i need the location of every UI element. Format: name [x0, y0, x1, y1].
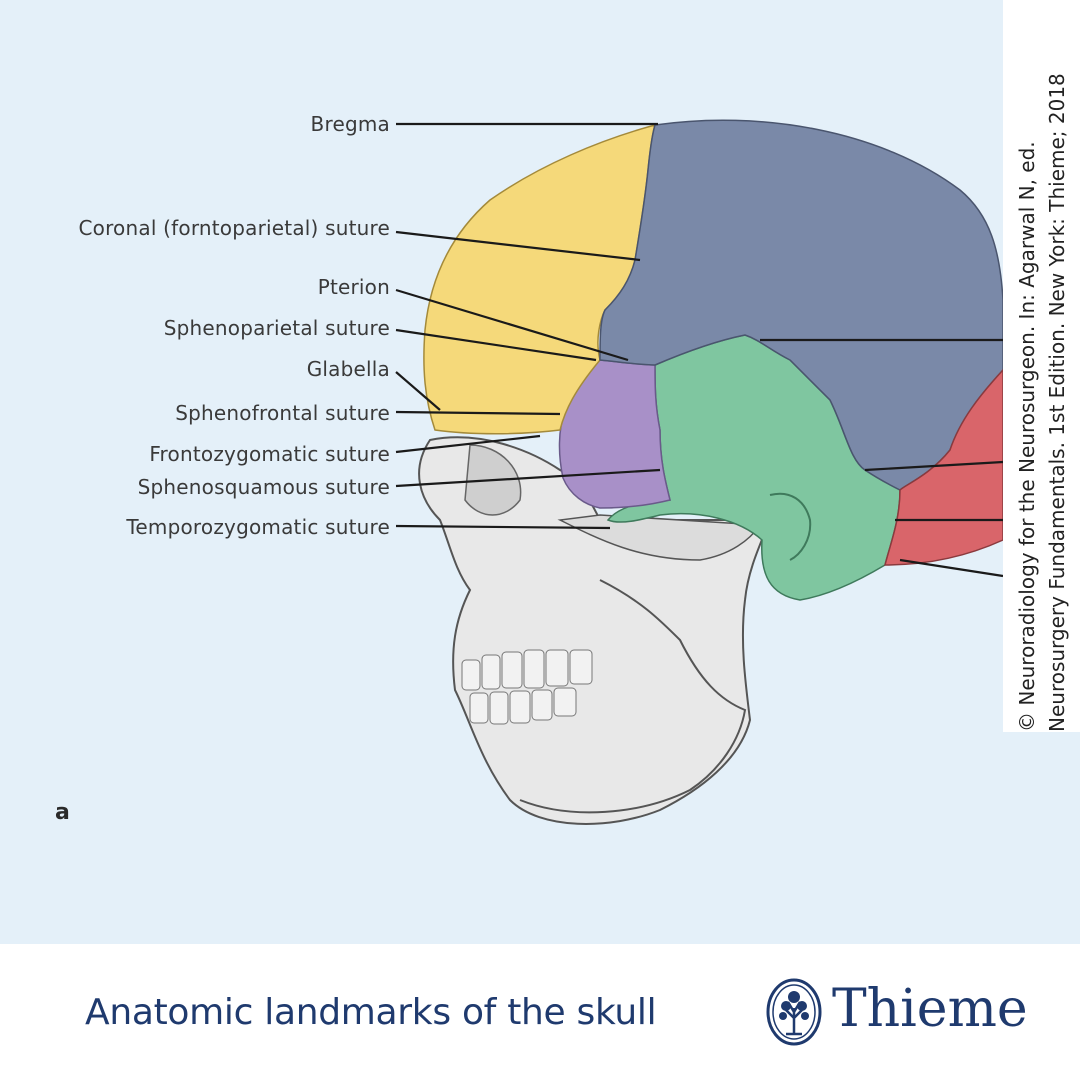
label-sphenosquamous-suture: Sphenosquamous suture: [137, 475, 390, 499]
leader-glabella: [395, 371, 441, 411]
leader-right-2: [864, 460, 1004, 472]
thieme-logo-wordmark: Thieme: [832, 979, 1028, 1039]
label-bregma: Bregma: [310, 112, 390, 136]
thieme-tree-icon: [766, 978, 822, 1046]
leader-coronal: [395, 230, 641, 262]
leader-sphenofrontal: [395, 410, 561, 416]
mastoid-process: [769, 492, 812, 561]
mandible: [519, 579, 747, 814]
parietal-bone: [599, 119, 1004, 491]
leader-frontozygomatic: [395, 434, 541, 454]
leader-right-4: [899, 558, 1004, 578]
occipital-bone: [884, 368, 1004, 566]
label-coronal-suture: Coronal (forntoparietal) suture: [78, 216, 390, 240]
label-glabella: Glabella: [306, 357, 390, 381]
caption-title: Anatomic landmarks of the skull: [85, 992, 657, 1033]
leader-sphenosquamous: [395, 468, 661, 488]
figure-area: Bregma Coronal (forntoparietal) suture P…: [0, 0, 1080, 944]
leader-temporozygomatic: [395, 524, 611, 530]
leader-lines: [395, 122, 1004, 578]
label-sphenoparietal-suture: Sphenoparietal suture: [163, 316, 390, 340]
panel-letter: a: [55, 800, 70, 825]
label-temporozygomatic-suture: Temporozygomatic suture: [126, 515, 390, 539]
label-sphenofrontal-suture: Sphenofrontal suture: [175, 401, 390, 425]
teeth: [461, 649, 593, 725]
footer: Anatomic landmarks of the skull Thieme: [0, 944, 1080, 1080]
copyright-line-2: Neurosurgery Fundamentals. 1st Edition. …: [1044, 73, 1069, 732]
copyright-line-1: © Neuroradiology for the Neurosurgeon. I…: [1014, 141, 1039, 732]
label-pterion: Pterion: [317, 275, 390, 299]
copyright-text: © Neuroradiology for the Neurosurgeon. I…: [1012, 0, 1072, 732]
skull-illustration: [395, 119, 1004, 825]
leader-sphenoparietal: [395, 328, 597, 362]
label-frontozygomatic-suture: Frontozygomatic suture: [149, 442, 390, 466]
copyright-strip: © Neuroradiology for the Neurosurgeon. I…: [1003, 0, 1080, 732]
leader-pterion: [395, 288, 629, 362]
